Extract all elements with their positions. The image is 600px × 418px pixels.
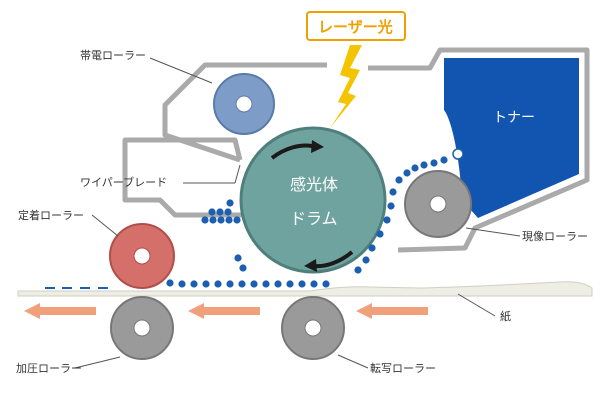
fixing-roller-hub [133, 247, 151, 265]
transfer-roller-label: 転写ローラー [370, 362, 436, 375]
drum-rotation-arrowhead-top [311, 140, 324, 153]
developing-roller-label: 現像ローラー [522, 230, 588, 243]
drum-label-line2: ドラム [290, 209, 338, 228]
charge-roller-hub [235, 95, 253, 113]
paper-sheet [17, 281, 593, 297]
toner-particles [166, 156, 448, 288]
drum-rotation-arrow-top [270, 143, 313, 160]
laser-label-box [306, 11, 406, 41]
toner-box [444, 58, 579, 218]
toner-label: トナー [493, 110, 535, 126]
laser-bolt [330, 45, 362, 128]
drum-label-line1: 感光体 [290, 175, 338, 194]
drum-rotation-arrow-bottom [314, 250, 354, 269]
transfer-roller-hub [304, 319, 322, 337]
housing-outline [122, 47, 590, 253]
pressure-roller-hub [133, 319, 151, 337]
laser-label: レーザー光 [318, 18, 393, 36]
leader-lines [74, 57, 521, 369]
wiper-blade-label: ワイパーブレード [80, 175, 167, 189]
photosensitive-drum [239, 126, 387, 274]
fixing-roller-label: 定着ローラー [18, 208, 84, 222]
charge-roller-label: 帯電ローラー [80, 49, 146, 62]
developing-roller-hub [429, 195, 447, 213]
drum-rotation-arrowhead-bottom [304, 259, 317, 272]
paper-label: 紙 [500, 309, 511, 323]
paper-feed-arrows [24, 303, 428, 319]
pressure-roller-label: 加圧ローラー [16, 362, 82, 375]
toner-particle-outline [452, 148, 464, 160]
